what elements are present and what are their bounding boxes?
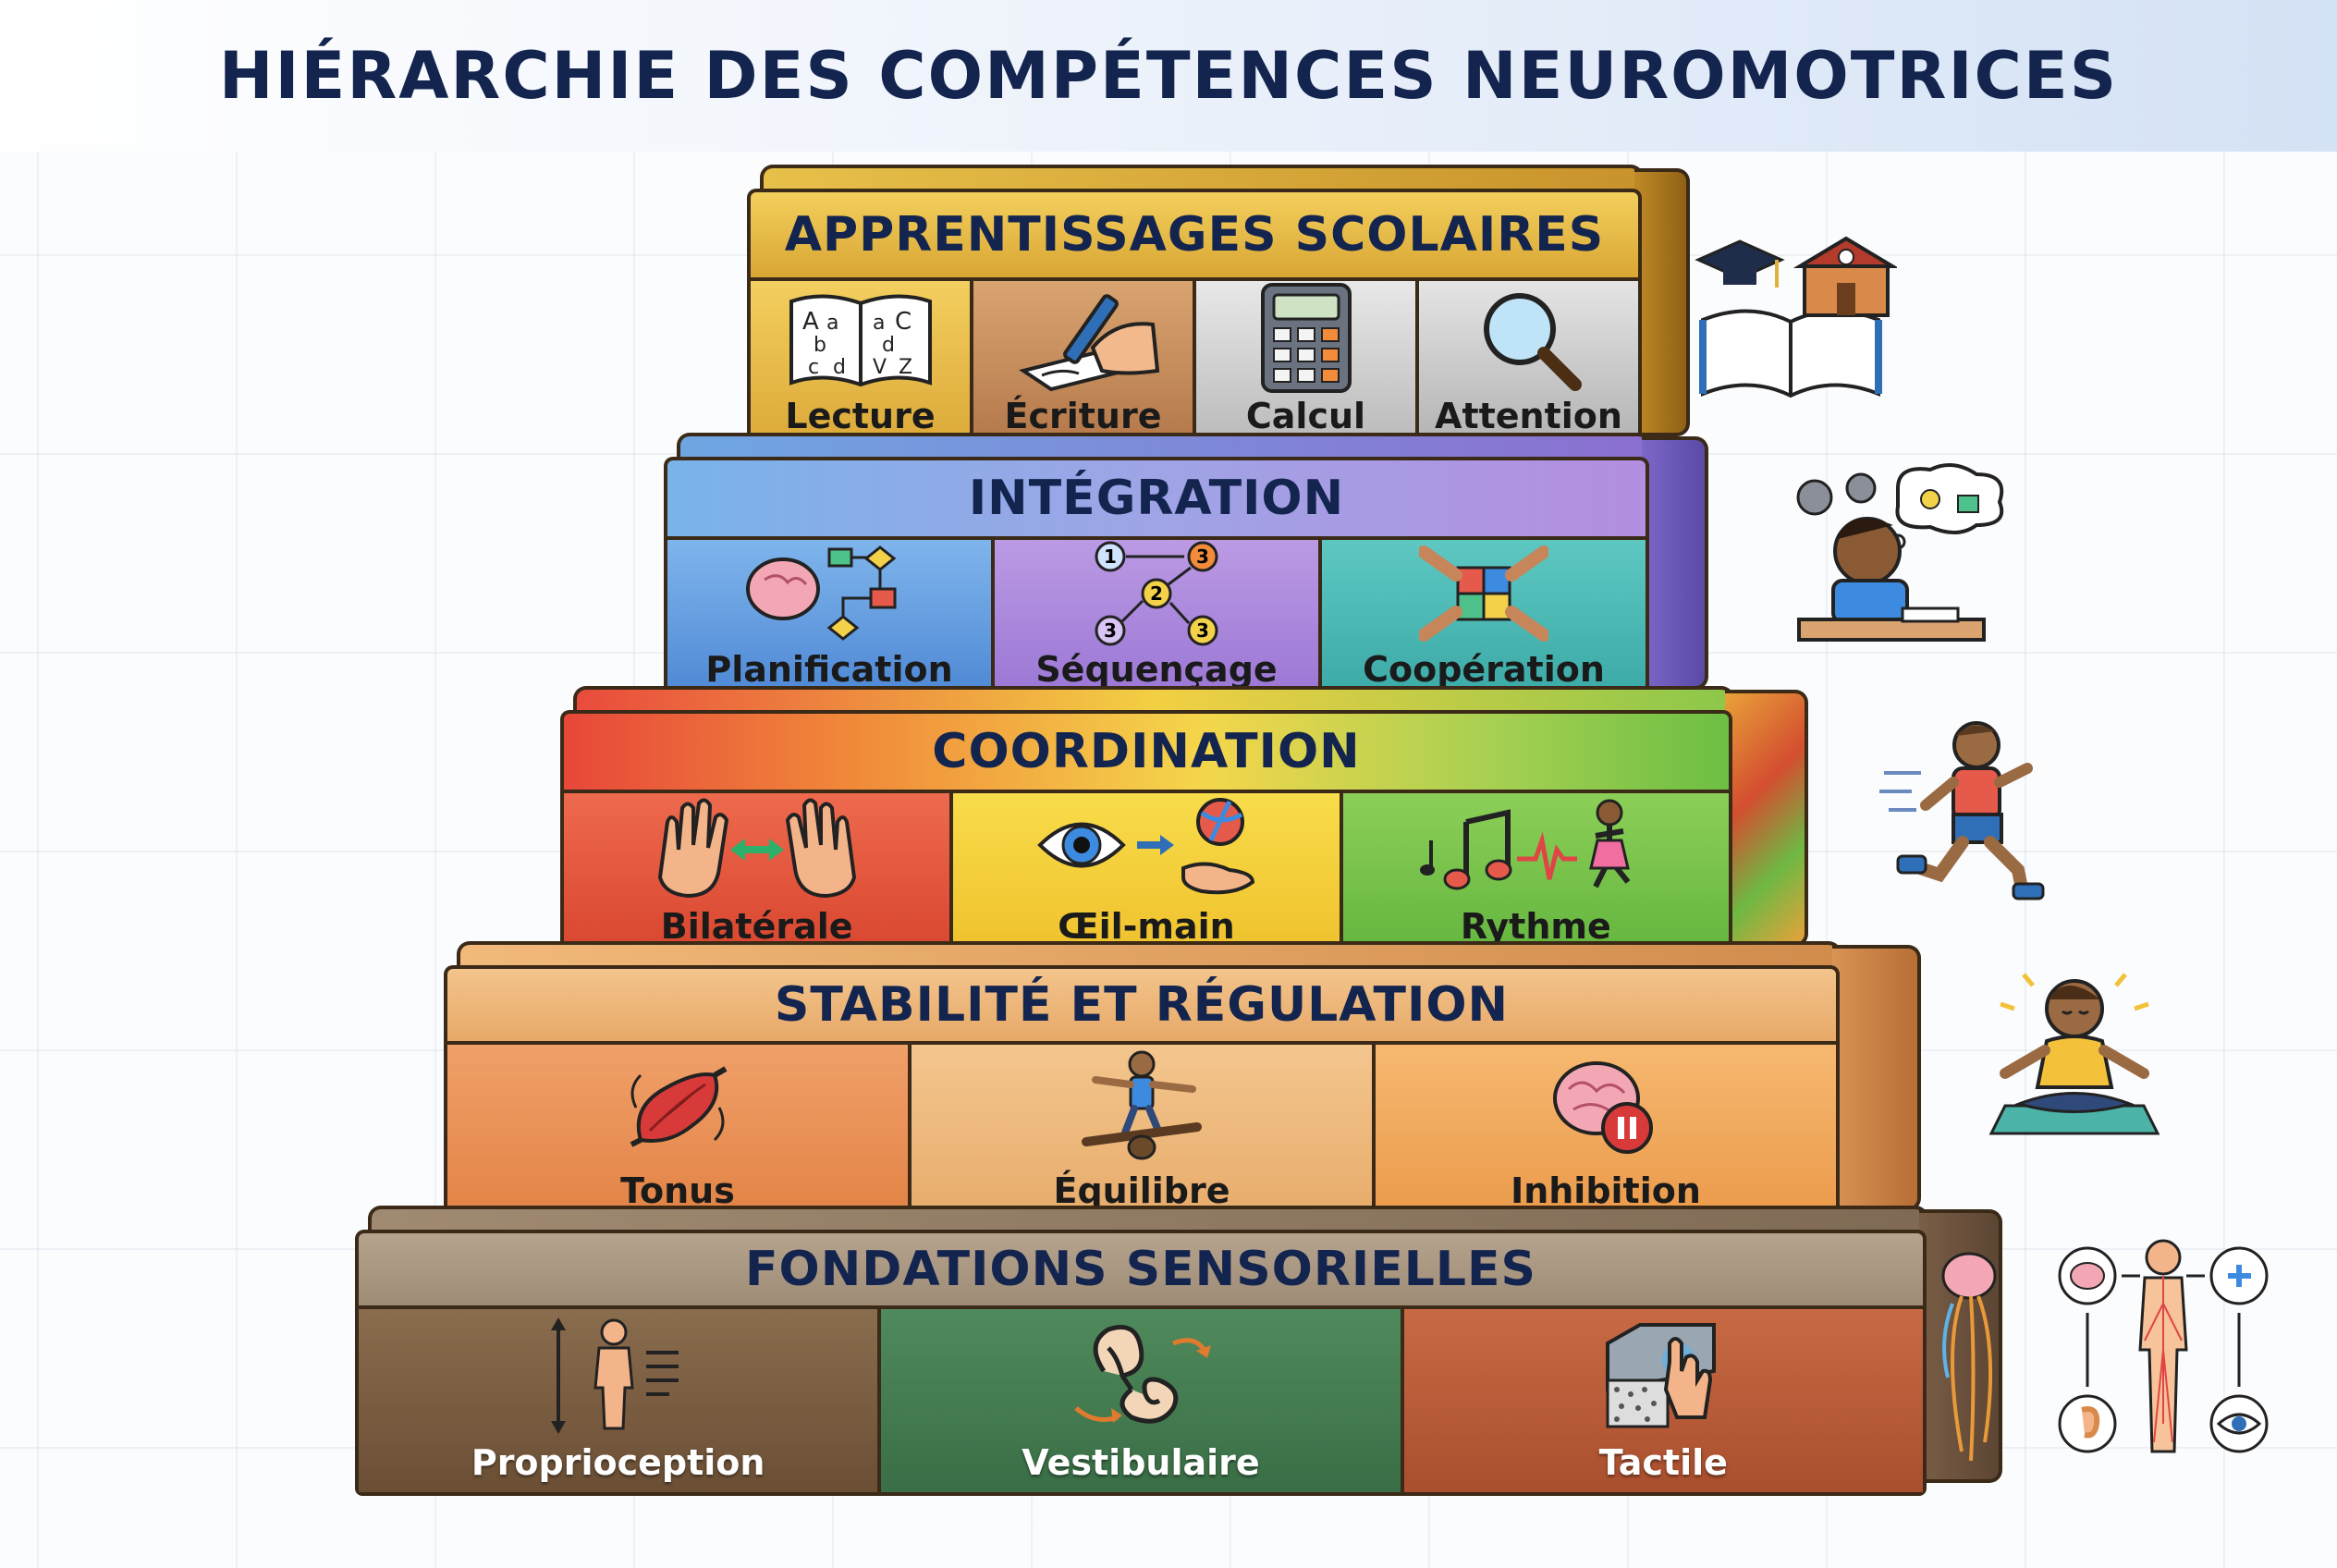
item-rythme: Rythme (1342, 793, 1729, 956)
item-lecture: A a b c d a C d V Z Lecture (751, 281, 973, 446)
item-ecriture: Écriture (973, 281, 1196, 446)
svg-text:3: 3 (1104, 619, 1117, 642)
svg-text:2: 2 (1150, 582, 1163, 605)
svg-text:d: d (882, 334, 895, 357)
svg-text:a: a (826, 312, 838, 335)
item-label: Planification (705, 649, 953, 690)
item-proprioception: Proprioception (359, 1309, 882, 1492)
item-label: Équilibre (1053, 1170, 1230, 1211)
tier-fondations-sensorielles: FONDATIONS SENSORIELLES Proprioception (355, 1206, 2002, 1496)
item-label: Écriture (1004, 396, 1162, 436)
balance-board-icon (1082, 1050, 1202, 1160)
svg-text:V: V (873, 356, 887, 379)
item-label: Coopération (1363, 649, 1605, 690)
item-oeil-main: Œil-main (953, 793, 1343, 956)
tier-title: APPRENTISSAGES SCOLAIRES (784, 207, 1605, 263)
touch-texture-icon (1606, 1323, 1717, 1428)
brain-nerves-icon (1941, 1252, 1997, 1462)
running-child-icon (1879, 721, 2045, 900)
svg-text:3: 3 (1196, 619, 1209, 642)
item-vestibulaire: Vestibulaire (881, 1309, 1404, 1492)
item-tactile: Tactile (1403, 1309, 1923, 1492)
item-label: Vestibulaire (1022, 1442, 1260, 1483)
tier-title-bar: STABILITÉ ET RÉGULATION (444, 965, 1840, 1041)
tier-title: STABILITÉ ET RÉGULATION (774, 977, 1510, 1033)
item-calcul: Calcul (1196, 281, 1419, 446)
item-cooperation: Coopération (1322, 540, 1646, 699)
tier-coordination: COORDINATION Bilatérale (560, 686, 1808, 960)
svg-text:3: 3 (1196, 545, 1209, 568)
page-title: HIÉRARCHIE DES COMPÉTENCES NEUROMOTRICES (218, 38, 2119, 114)
svg-text:C: C (895, 308, 912, 336)
item-label: Lecture (785, 396, 936, 436)
item-equilibre: Équilibre (912, 1045, 1376, 1220)
numbered-sequence-icon: 1 3 2 3 3 (1095, 541, 1218, 646)
item-label: Rythme (1460, 906, 1611, 947)
school-books-icon (1695, 236, 1897, 398)
item-attention: Attention (1419, 281, 1638, 446)
svg-text:Z: Z (899, 356, 912, 379)
muscle-icon (630, 1066, 728, 1147)
item-planification: Planification (667, 540, 995, 699)
brain-flowchart-icon (746, 545, 897, 641)
item-label: Proprioception (471, 1442, 765, 1483)
tier-title: FONDATIONS SENSORIELLES (744, 1242, 1536, 1297)
item-sequencage: 1 3 2 3 3 Séquençage (995, 540, 1322, 699)
magnifier-icon (1483, 293, 1582, 391)
item-label: Séquençage (1035, 649, 1278, 690)
tier-title-bar: FONDATIONS SENSORIELLES (355, 1230, 1927, 1305)
tier-title: INTÉGRATION (968, 471, 1345, 526)
brain-pause-icon (1553, 1061, 1653, 1154)
meditating-child-icon (1988, 973, 2160, 1135)
tier-stabilite-regulation: STABILITÉ ET RÉGULATION Tonus (444, 941, 1921, 1224)
svg-text:1: 1 (1104, 545, 1117, 568)
body-awareness-icon (550, 1317, 679, 1434)
item-tonus: Tonus (447, 1045, 912, 1220)
item-inhibition: Inhibition (1376, 1045, 1836, 1220)
item-bilaterale: Bilatérale (564, 793, 954, 956)
tier-integration: INTÉGRATION Planification (664, 433, 1708, 703)
hand-writing-icon (1018, 294, 1159, 392)
svg-text:A: A (802, 308, 819, 336)
inner-ear-icon (1074, 1325, 1211, 1424)
calculator-icon (1260, 283, 1352, 393)
eye-hand-ball-icon (1037, 798, 1254, 895)
tier-title-bar: APPRENTISSAGES SCOLAIRES (747, 189, 1642, 277)
svg-text:a: a (873, 312, 885, 335)
item-label: Œil-main (1058, 906, 1235, 947)
nervous-system-cycle-icon (2058, 1239, 2269, 1453)
hands-puzzle-icon (1419, 545, 1548, 642)
svg-text:c: c (808, 356, 819, 379)
item-label: Inhibition (1511, 1170, 1701, 1211)
item-label: Tactile (1598, 1442, 1728, 1483)
item-label: Tonus (620, 1170, 735, 1211)
two-hands-icon (657, 798, 856, 899)
book-letters-icon: A a b c d a C d V Z (789, 294, 932, 387)
tier-title-bar: COORDINATION (560, 710, 1732, 790)
svg-text:b: b (814, 334, 826, 357)
thinking-child-icon (1796, 463, 2004, 642)
tier-title: COORDINATION (932, 724, 1361, 779)
item-label: Calcul (1245, 396, 1366, 436)
tier-title-bar: INTÉGRATION (664, 457, 1649, 536)
svg-text:d: d (833, 356, 846, 379)
music-dance-icon (1420, 799, 1631, 890)
tier-apprentissages-scolaires: APPRENTISSAGES SCOLAIRES A a b c d a C d… (747, 165, 1690, 449)
title-banner: HIÉRARCHIE DES COMPÉTENCES NEUROMOTRICES (0, 0, 2337, 152)
item-label: Bilatérale (660, 906, 853, 947)
item-label: Attention (1435, 396, 1622, 436)
